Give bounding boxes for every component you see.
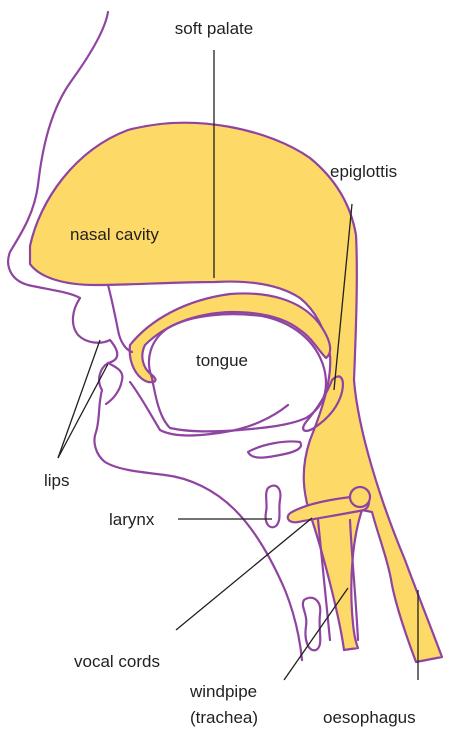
vocal-cords-leader <box>176 518 312 630</box>
label-larynx: larynx <box>109 510 155 529</box>
lower-lip-outline <box>106 364 122 404</box>
label-epiglottis: epiglottis <box>330 162 397 181</box>
windpipe-ring <box>303 598 320 651</box>
label-soft-palate: soft palate <box>175 19 253 38</box>
larynx-outline <box>266 486 281 528</box>
hyoid-outline <box>248 441 301 457</box>
label-trachea: (trachea) <box>190 708 258 727</box>
lips-leader-lower <box>58 364 108 458</box>
windpipe-leader <box>284 588 348 680</box>
tongue-outline <box>149 314 326 431</box>
label-tongue: tongue <box>196 351 248 370</box>
label-vocal-cords: vocal cords <box>74 652 160 671</box>
label-nasal-cavity: nasal cavity <box>70 225 159 244</box>
label-lips: lips <box>44 471 70 490</box>
label-oesophagus: oesophagus <box>323 708 416 727</box>
arytenoid-shape <box>350 487 370 507</box>
label-windpipe: windpipe <box>189 682 257 701</box>
